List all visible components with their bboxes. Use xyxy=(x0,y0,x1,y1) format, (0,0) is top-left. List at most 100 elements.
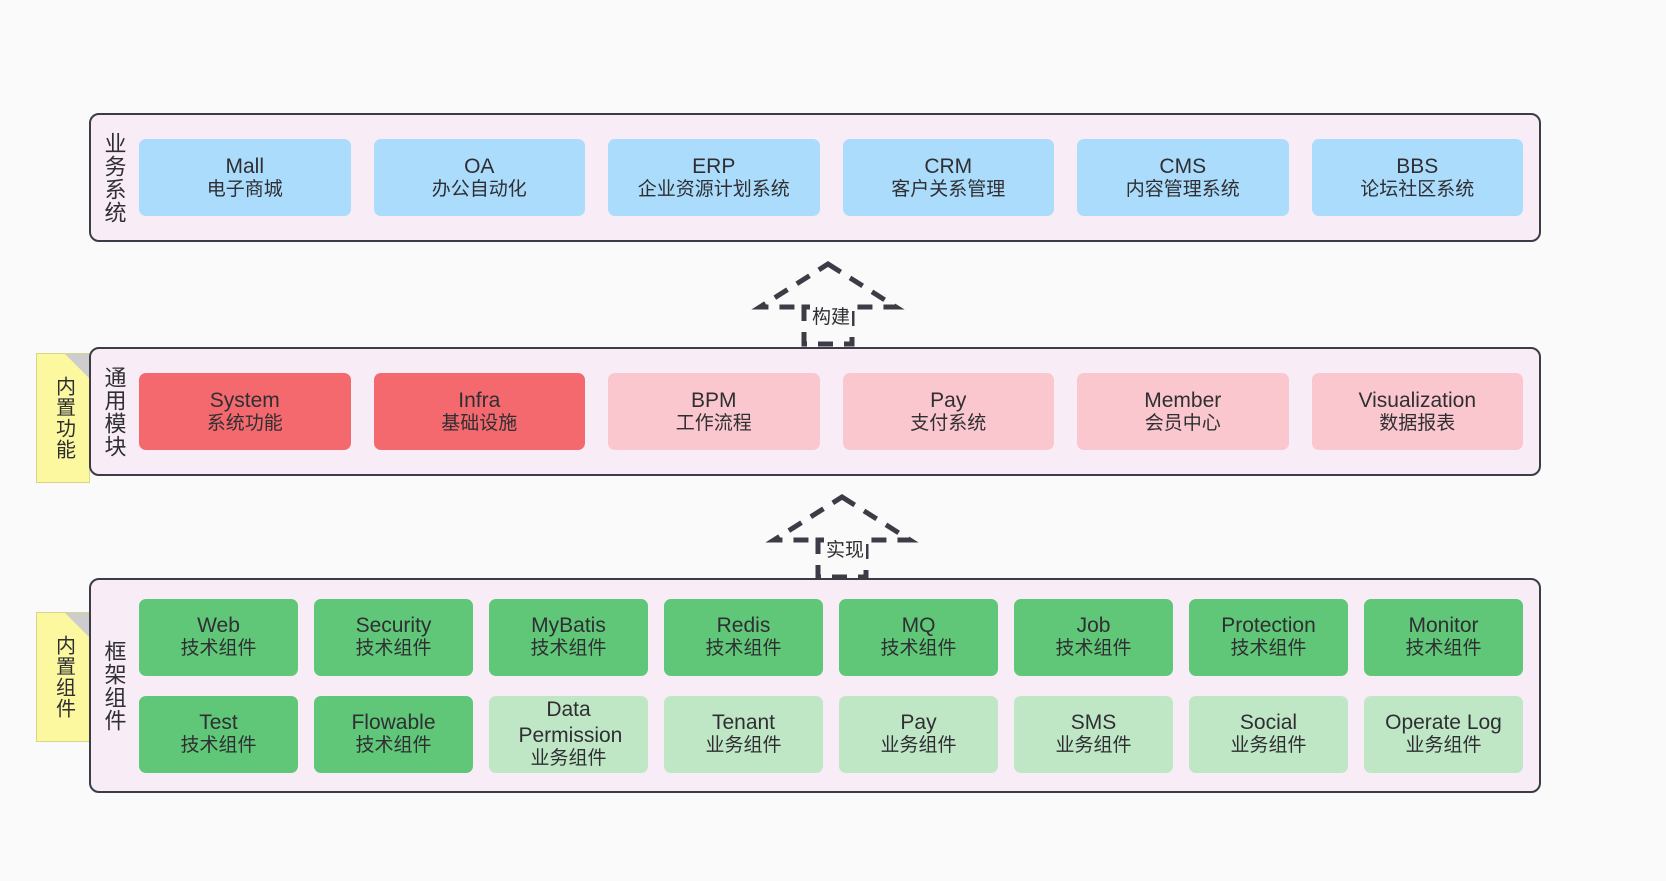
card-subtitle: 客户关系管理 xyxy=(891,178,1006,200)
card-title: BBS xyxy=(1396,154,1439,178)
card-subtitle: 系统功能 xyxy=(206,412,283,434)
card-mybatis[interactable]: MyBatis 技术组件 xyxy=(489,598,648,676)
card-subtitle: 论坛社区系统 xyxy=(1360,178,1475,200)
card-title: Visualization xyxy=(1358,388,1477,412)
card-operate-log[interactable]: Operate Log 业务组件 xyxy=(1364,695,1523,773)
card-mall[interactable]: Mall 电子商城 xyxy=(139,139,351,216)
layer-title-framework: 框架组件 xyxy=(101,639,127,732)
card-title: Flowable xyxy=(351,711,436,734)
card-tenant[interactable]: Tenant 业务组件 xyxy=(664,695,823,773)
card-subtitle: 支付系统 xyxy=(910,412,987,434)
card-job[interactable]: Job 技术组件 xyxy=(1014,598,1173,676)
card-title: Operate Log xyxy=(1385,711,1502,734)
card-subtitle: 业务组件 xyxy=(530,747,607,769)
card-title: Member xyxy=(1144,388,1222,412)
card-subtitle: 业务组件 xyxy=(1230,735,1307,757)
card-cms[interactable]: CMS 内容管理系统 xyxy=(1077,139,1289,216)
card-title: Mall xyxy=(225,154,264,178)
card-subtitle: 技术组件 xyxy=(180,735,257,757)
card-subtitle: 技术组件 xyxy=(880,638,957,660)
card-title: Job xyxy=(1076,614,1111,637)
card-subtitle: 技术组件 xyxy=(180,638,257,660)
card-title: System xyxy=(209,388,280,412)
card-visualization[interactable]: Visualization 数据报表 xyxy=(1311,373,1523,450)
card-subtitle: 会员中心 xyxy=(1144,412,1221,434)
card-monitor[interactable]: Monitor 技术组件 xyxy=(1364,598,1523,676)
card-subtitle: 技术组件 xyxy=(355,735,432,757)
layer-body-framework: Web 技术组件 Security 技术组件 MyBatis 技术组件 Redi… xyxy=(135,580,1539,791)
card-bpm[interactable]: BPM 工作流程 xyxy=(608,373,820,450)
layer-title-common: 通用模块 xyxy=(101,365,127,458)
card-subtitle: 技术组件 xyxy=(1230,638,1307,660)
card-title: Web xyxy=(197,614,240,637)
card-subtitle: 技术组件 xyxy=(530,638,607,660)
layer-body-common: System 系统功能 Infra 基础设施 BPM 工作流程 Pay 支付系统… xyxy=(135,349,1539,474)
card-data-permission[interactable]: Data Permission 业务组件 xyxy=(489,695,648,773)
card-protection[interactable]: Protection 技术组件 xyxy=(1189,598,1348,676)
card-pay-component[interactable]: Pay 业务组件 xyxy=(839,695,998,773)
note-label: 内置功能 xyxy=(52,376,75,460)
note-label: 内置组件 xyxy=(52,635,75,719)
card-bbs[interactable]: BBS 论坛社区系统 xyxy=(1311,139,1523,216)
card-member[interactable]: Member 会员中心 xyxy=(1077,373,1289,450)
card-subtitle: 企业资源计划系统 xyxy=(637,178,790,200)
arrow-build-label: 构建 xyxy=(810,302,853,329)
card-title: CMS xyxy=(1159,154,1207,178)
card-title: Infra xyxy=(458,388,501,412)
card-web[interactable]: Web 技术组件 xyxy=(139,598,298,676)
note-builtin-features: 内置功能 xyxy=(36,353,90,483)
card-flowable[interactable]: Flowable 技术组件 xyxy=(314,695,473,773)
card-title: CRM xyxy=(924,154,973,178)
card-subtitle: 技术组件 xyxy=(355,638,432,660)
card-title: MyBatis xyxy=(531,614,606,637)
card-subtitle: 数据报表 xyxy=(1379,412,1456,434)
card-subtitle: 业务组件 xyxy=(1405,735,1482,757)
card-subtitle: 工作流程 xyxy=(675,412,752,434)
card-title: MQ xyxy=(901,614,936,637)
card-subtitle: 技术组件 xyxy=(1405,638,1482,660)
card-title: Redis xyxy=(716,614,771,637)
card-title: SMS xyxy=(1070,711,1117,734)
layer-framework-components: 框架组件 Web 技术组件 Security 技术组件 MyBatis 技术组件… xyxy=(89,578,1541,793)
card-security[interactable]: Security 技术组件 xyxy=(314,598,473,676)
card-title: Test xyxy=(199,711,238,734)
card-subtitle: 业务组件 xyxy=(705,735,782,757)
card-crm[interactable]: CRM 客户关系管理 xyxy=(842,139,1054,216)
card-mq[interactable]: MQ 技术组件 xyxy=(839,598,998,676)
card-row: Test 技术组件 Flowable 技术组件 Data Permission … xyxy=(139,695,1523,773)
card-infra[interactable]: Infra 基础设施 xyxy=(373,373,585,450)
card-subtitle: 基础设施 xyxy=(441,412,518,434)
card-subtitle: 办公自动化 xyxy=(431,178,527,200)
layer-title-business: 业务系统 xyxy=(101,131,127,224)
card-title: Social xyxy=(1239,711,1298,734)
card-oa[interactable]: OA 办公自动化 xyxy=(373,139,585,216)
card-row: System 系统功能 Infra 基础设施 BPM 工作流程 Pay 支付系统… xyxy=(139,373,1523,450)
arrow-implement-label: 实现 xyxy=(824,535,867,562)
card-erp[interactable]: ERP 企业资源计划系统 xyxy=(608,139,820,216)
card-subtitle: 内容管理系统 xyxy=(1125,178,1240,200)
card-redis[interactable]: Redis 技术组件 xyxy=(664,598,823,676)
card-row: Web 技术组件 Security 技术组件 MyBatis 技术组件 Redi… xyxy=(139,598,1523,676)
card-subtitle: 电子商城 xyxy=(206,178,283,200)
card-title: BPM xyxy=(690,388,737,412)
card-system[interactable]: System 系统功能 xyxy=(139,373,351,450)
card-pay-module[interactable]: Pay 支付系统 xyxy=(842,373,1054,450)
card-sms[interactable]: SMS 业务组件 xyxy=(1014,695,1173,773)
layer-business-systems: 业务系统 Mall 电子商城 OA 办公自动化 ERP 企业资源计划系统 CRM… xyxy=(89,113,1541,242)
arrow-build: 构建 xyxy=(751,261,905,347)
card-subtitle: 技术组件 xyxy=(705,638,782,660)
note-builtin-components: 内置组件 xyxy=(36,612,90,742)
card-title: ERP xyxy=(692,154,736,178)
card-title: Data Permission xyxy=(518,698,623,747)
card-social[interactable]: Social 业务组件 xyxy=(1189,695,1348,773)
card-title: Protection xyxy=(1221,614,1316,637)
layer-body-business: Mall 电子商城 OA 办公自动化 ERP 企业资源计划系统 CRM 客户关系… xyxy=(135,115,1539,240)
card-test[interactable]: Test 技术组件 xyxy=(139,695,298,773)
card-title: Security xyxy=(355,614,432,637)
card-title: Monitor xyxy=(1408,614,1479,637)
card-title: OA xyxy=(464,154,495,178)
arrow-implement: 实现 xyxy=(765,494,919,580)
layer-common-modules: 通用模块 System 系统功能 Infra 基础设施 BPM 工作流程 Pay… xyxy=(89,347,1541,476)
card-title: Pay xyxy=(930,388,967,412)
card-title: Pay xyxy=(900,711,937,734)
